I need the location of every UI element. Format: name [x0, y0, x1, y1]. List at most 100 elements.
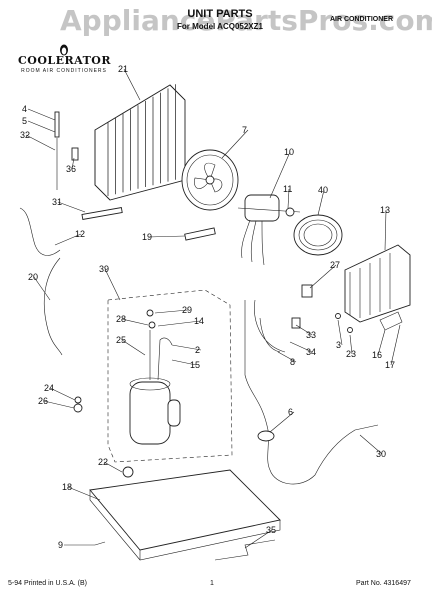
evaporator-coil [344, 244, 411, 323]
callout-20: 20 [28, 272, 51, 301]
bracket-35 [214, 539, 276, 561]
callout-23: 23 [346, 334, 356, 359]
part-11 [285, 207, 295, 217]
callout-leader [104, 268, 121, 301]
callout-label: 3 [336, 340, 341, 350]
callout-label: 35 [266, 525, 276, 535]
callout-label: 20 [28, 272, 38, 282]
callout-2: 2 [171, 344, 202, 355]
callout-leader [221, 129, 249, 159]
callout-label: 7 [242, 125, 247, 135]
part-4 [54, 111, 60, 138]
callout-label: 25 [116, 335, 126, 345]
callout-leader [337, 319, 343, 346]
callout-label: 30 [376, 449, 386, 459]
base-pan [89, 469, 281, 561]
brand-name: COOLERATOR [18, 54, 112, 67]
model-number: For Model ACQ052XZ1 [177, 22, 263, 31]
callout-label: 10 [284, 147, 294, 157]
callout-25: 25 [116, 335, 146, 356]
page-number: 1 [210, 580, 214, 587]
callout-label: 13 [380, 205, 390, 215]
bracket-31 [81, 207, 123, 220]
callout-29: 29 [154, 305, 192, 315]
callout-16: 16 [372, 329, 386, 360]
callout-label: 6 [288, 407, 293, 417]
callout-leader [287, 188, 290, 209]
product-type: AIR CONDITIONER [330, 16, 393, 23]
strap-19 [184, 227, 216, 241]
callout-label: 12 [75, 229, 85, 239]
callout-leader [71, 157, 75, 170]
callout-leader [309, 264, 337, 289]
tube-8 [254, 299, 286, 353]
callout-21: 21 [118, 64, 141, 101]
callout-6: 6 [269, 407, 295, 433]
callout-leader [171, 359, 197, 366]
callout-34: 34 [289, 341, 316, 357]
callout-label: 29 [182, 305, 192, 315]
callout-28: 28 [116, 314, 149, 326]
callout-leader [384, 209, 387, 251]
part-14 [148, 321, 156, 329]
callout-label: 31 [52, 197, 62, 207]
callout-label: 11 [283, 184, 292, 194]
callout-leader [269, 151, 291, 199]
callout-label: 4 [22, 104, 27, 114]
callout-26: 26 [38, 396, 75, 409]
callout-15: 15 [171, 359, 200, 370]
callout-leader [25, 134, 56, 151]
callout-label: 24 [44, 383, 54, 393]
relay-27 [301, 284, 313, 298]
callout-33: 33 [295, 324, 316, 340]
callout-leader [289, 341, 313, 353]
grommet-22 [122, 466, 134, 478]
callout-label: 17 [385, 360, 395, 370]
callout-label: 40 [318, 185, 328, 195]
callout-leader [33, 276, 51, 301]
callout-7: 7 [221, 125, 249, 159]
callout-12: 12 [54, 229, 85, 246]
fan-motor [237, 194, 301, 266]
callout-leader [121, 318, 149, 326]
callout-13: 13 [380, 205, 390, 251]
tube-20 [43, 257, 63, 356]
callout-8: 8 [277, 351, 297, 367]
callout-label: 9 [58, 540, 63, 550]
bracket-16 [379, 311, 403, 331]
brand-tagline: ROOM AIR CONDITIONERS [21, 68, 107, 74]
tube-12 [19, 207, 61, 256]
screw-9 [94, 541, 106, 546]
screw-23 [347, 327, 353, 333]
callout-label: 19 [142, 232, 152, 242]
callout-label: 26 [38, 396, 48, 406]
callout-31: 31 [52, 197, 86, 213]
callout-label: 27 [330, 260, 340, 270]
callout-leader [277, 351, 297, 363]
callout-11: 11 [283, 184, 292, 209]
print-info: 5-94 Printed in U.S.A. (B) [8, 580, 87, 587]
callout-leader [349, 334, 353, 355]
callout-leader [123, 68, 141, 101]
callout-30: 30 [359, 434, 386, 459]
callout-17: 17 [385, 324, 401, 370]
callout-label: 22 [98, 457, 108, 467]
callout-leader [171, 344, 202, 351]
watermark-text: AppliancePartsPros.com [60, 4, 432, 37]
callout-9: 9 [58, 540, 95, 550]
callout-label: 16 [372, 350, 382, 360]
callout-10: 10 [269, 147, 294, 199]
callout-5: 5 [22, 116, 56, 133]
callout-leader [54, 233, 82, 246]
callout-leader [244, 529, 273, 549]
callout-18: 18 [62, 482, 101, 501]
callout-leader [295, 324, 313, 336]
callout-label: 28 [116, 314, 126, 324]
callout-leader [377, 329, 386, 356]
callout-label: 23 [346, 349, 356, 359]
callout-19: 19 [142, 232, 186, 242]
grommet-24 [74, 396, 82, 404]
callout-label: 2 [195, 345, 200, 355]
